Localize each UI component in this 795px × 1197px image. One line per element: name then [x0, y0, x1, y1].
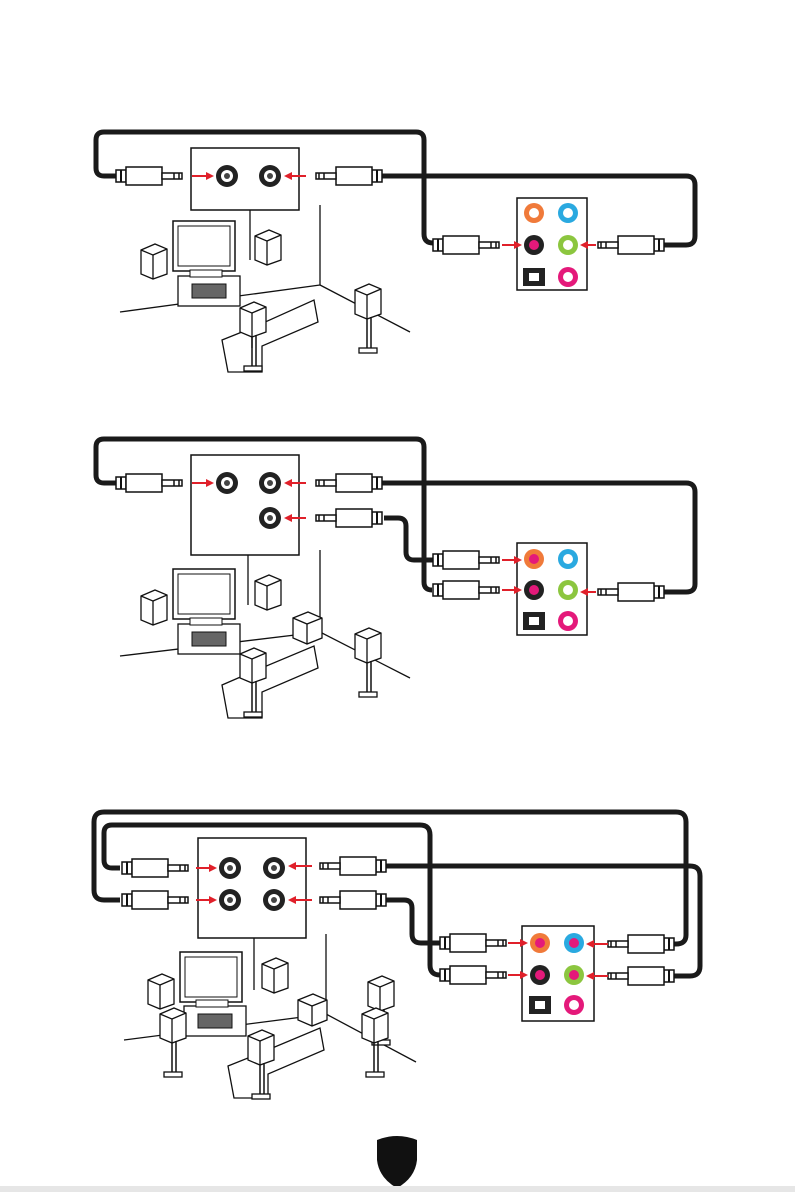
io-port-optical — [523, 612, 545, 630]
speaker-icon — [262, 958, 288, 993]
audio-plug — [116, 474, 182, 492]
io-port-orange — [530, 933, 550, 953]
diagram-two-channel — [96, 132, 695, 372]
audio-plug — [316, 167, 382, 185]
io-port-green — [558, 580, 578, 600]
receiver-icon — [178, 270, 240, 306]
audio-plug — [122, 891, 188, 909]
port-jack — [259, 507, 281, 529]
port-jack — [263, 857, 285, 879]
port-jack — [216, 472, 238, 494]
speaker-icon — [255, 230, 281, 265]
speaker-icon — [148, 974, 174, 1009]
audio-plug — [316, 474, 382, 492]
speaker-icon — [355, 628, 381, 697]
io-port-pink — [564, 995, 584, 1015]
speaker-icon — [255, 575, 281, 610]
port-jack — [219, 857, 241, 879]
receiver-icon — [178, 618, 240, 654]
port-jack — [259, 165, 281, 187]
io-port-blue — [558, 203, 578, 223]
audio-plug — [316, 509, 382, 527]
audio-plug — [608, 935, 674, 953]
tv-icon — [173, 569, 235, 619]
io-port-orange — [524, 549, 544, 569]
room-scene — [124, 934, 416, 1099]
speaker-port-panel — [198, 838, 306, 938]
io-port-optical — [523, 268, 545, 286]
speaker-port-panel — [191, 455, 299, 555]
audio-plug — [433, 581, 499, 599]
room-scene — [120, 205, 410, 372]
io-port-green — [558, 235, 578, 255]
diagram-five-point-one-channel — [94, 812, 700, 1099]
audio-plug — [608, 967, 674, 985]
audio-plug — [320, 857, 386, 875]
speaker-icon — [141, 244, 167, 279]
cable — [94, 812, 686, 944]
audio-plug — [440, 934, 506, 952]
audio-plug — [433, 236, 499, 254]
sofa-icon — [222, 646, 318, 718]
speaker-icon — [141, 590, 167, 625]
audio-plug — [598, 236, 664, 254]
subwoofer-icon — [293, 612, 322, 644]
sofa-icon — [228, 1028, 324, 1098]
io-port-pink — [558, 267, 578, 287]
audio-plug — [122, 859, 188, 877]
sofa-icon — [222, 300, 318, 372]
shield-logo-icon — [377, 1136, 417, 1188]
io-port-black — [524, 235, 544, 255]
io-port-black — [524, 580, 544, 600]
port-jack — [263, 889, 285, 911]
io-port-blue — [564, 933, 584, 953]
speaker-icon — [355, 284, 381, 353]
audio-plug — [433, 551, 499, 569]
io-port-optical — [529, 996, 551, 1014]
speaker-icon — [160, 1008, 186, 1077]
port-jack — [216, 165, 238, 187]
io-port-green — [564, 965, 584, 985]
receiver-icon — [184, 1000, 246, 1036]
room-scene — [120, 550, 410, 718]
footer-strip — [0, 1186, 795, 1192]
tv-icon — [180, 952, 242, 1002]
io-port-pink — [558, 611, 578, 631]
audio-plug — [598, 583, 664, 601]
port-jack — [259, 472, 281, 494]
io-port-orange — [524, 203, 544, 223]
io-port-black — [530, 965, 550, 985]
speaker-port-panel — [191, 148, 299, 210]
port-jack — [219, 889, 241, 911]
subwoofer-icon — [298, 994, 327, 1026]
diagram-four-point-one-channel — [96, 439, 695, 718]
audio-plug — [440, 966, 506, 984]
audio-plug — [320, 891, 386, 909]
tv-icon — [173, 221, 235, 271]
io-port-blue — [558, 549, 578, 569]
audio-plug — [116, 167, 182, 185]
